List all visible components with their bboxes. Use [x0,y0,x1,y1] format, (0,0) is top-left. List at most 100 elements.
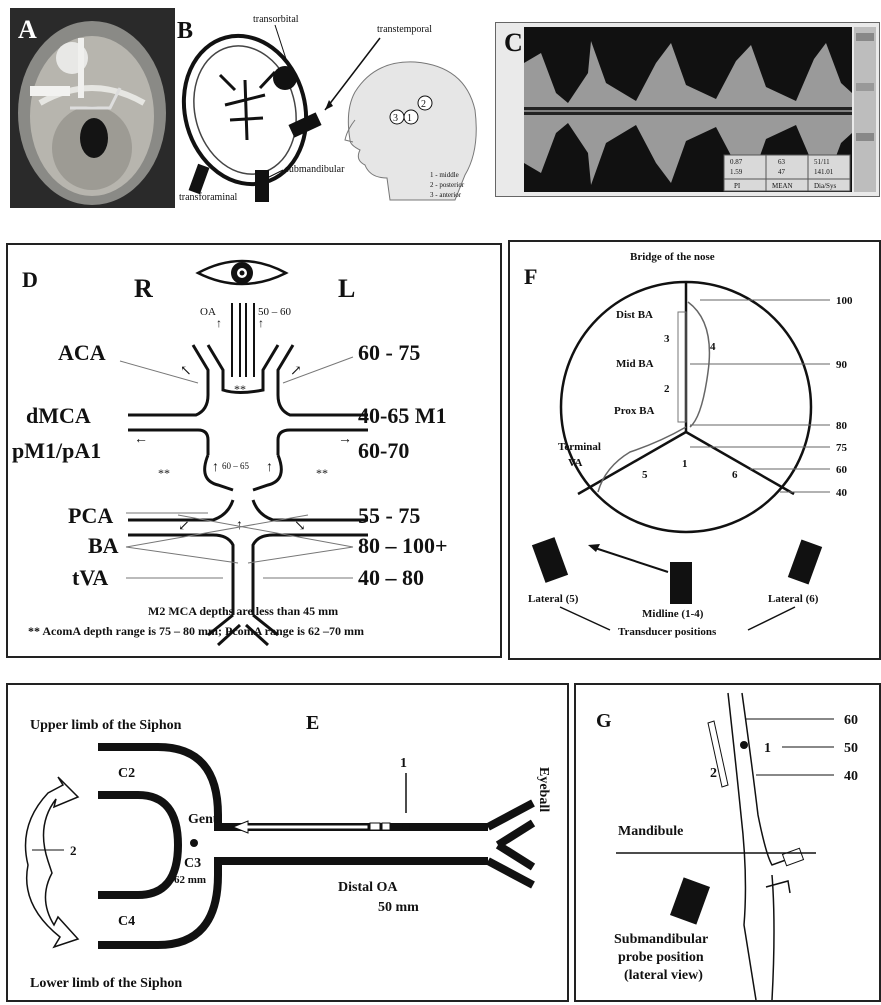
readout-cell: 0.87 [730,158,743,166]
label-dist-ba: Dist BA [616,309,653,321]
readout-header: PI [734,182,741,190]
label-submandibular: submandibular [285,164,345,175]
depth-50: 50 [844,741,858,756]
label-transorbital: transorbital [253,14,299,25]
depth-tva: 40 – 80 [358,565,424,590]
label-pm1-pa1: pM1/pA1 [12,438,101,463]
transducer-windows-diagram: B transorbital transtemporal submandibul… [175,0,490,215]
readout-cell: 1.59 [730,168,743,176]
segment-c2: C2 [118,766,135,781]
depth-40: 40 [844,769,858,784]
svg-text:↑: ↑ [216,316,222,330]
head-number-2: 2 [421,99,426,110]
label-pca: PCA [68,503,113,528]
pcoma-stars-left: ** [316,466,328,480]
probe-midline [670,562,692,604]
depth-mca: 40-65 M1 [358,403,447,428]
panel-g-letter: G [596,710,612,732]
oa-label: OA [200,306,216,318]
depth-90: 90 [836,359,848,371]
probe-lateral-5 [532,537,568,583]
depth-pm1: 60-70 [358,438,409,463]
label-tva: tVA [72,565,108,590]
acoma-stars: ** [234,382,246,396]
panel-d: D R L OA 50 – 60 ↑ ↑ [6,243,502,658]
path-5: 5 [642,469,648,481]
skull-photo: A [10,8,175,208]
transducer-positions-label: Transducer positions [618,626,717,638]
svg-text:←: ← [134,432,148,447]
depth-60: 60 [836,464,848,476]
panel-c-letter: C [504,28,523,57]
label-dmca: dMCA [26,403,91,428]
marker-1: 1 [764,741,771,756]
probe-lateral-6 [788,539,822,584]
label-ba: BA [88,533,119,558]
note-acoma: ** AcomA depth range is 75 – 80 mm; Pcom… [28,624,364,638]
circle-of-willis-depths: D R L OA 50 – 60 ↑ ↑ [8,245,500,656]
submandibular-probe [670,877,710,924]
eyeball-label: Eyeball [536,767,551,812]
panel-a: A [10,8,175,208]
center-depth-label: 60 – 65 [222,461,250,471]
path-4: 4 [710,341,716,353]
genu-depth: 62 mm [174,874,206,886]
depth-60: 60 [844,713,858,728]
label-terminal: Terminal [558,441,601,453]
panel-b: B transorbital transtemporal submandibul… [175,0,490,215]
svg-text:↑: ↑ [266,460,273,475]
marker-2: 2 [70,843,77,858]
genu-label: Genu [188,812,221,827]
label-transforaminal: transforaminal [179,192,238,203]
svg-text:↘: ↘ [294,519,306,534]
siphon-diagram: E Upper limb of the Siphon Lower limb of… [8,685,567,1000]
depth-100: 100 [836,295,853,307]
depth-ba: 80 – 100+ [358,533,448,558]
panel-e: E Upper limb of the Siphon Lower limb of… [6,683,569,1002]
readout-cell: 51/11 [814,158,830,166]
basilar-artery-insonation: F Bridge of the nose Dist BA Mid BA Prox… [510,242,879,658]
readout-cell: 63 [778,158,786,166]
probe-label-line2: probe position [618,950,704,965]
label-prox-ba: Prox BA [614,405,654,417]
readout-cell: 47 [778,168,786,176]
probe-label-midline: Midline (1-4) [642,608,704,620]
head-number-3: 3 [393,113,398,124]
distal-oa-depth: 50 mm [378,900,419,915]
panel-f: F Bridge of the nose Dist BA Mid BA Prox… [508,240,881,660]
probe-label-lateral-6: Lateral (6) [768,593,819,605]
path-1: 1 [682,458,688,470]
readout-header: Dia/Sys [814,182,836,190]
legend-middle: 1 - middle [430,171,459,179]
readout-header: MEAN [772,182,793,190]
depth-80: 80 [836,420,848,432]
depth-pca: 55 - 75 [358,503,420,528]
path-2: 2 [664,383,670,395]
marker-1: 1 [400,756,407,771]
readout-cell: 141.01 [814,168,834,176]
lower-limb-label: Lower limb of the Siphon [30,976,182,991]
panel-d-letter: D [22,267,38,292]
svg-text:↙: ↙ [178,519,190,534]
legend-anterior: 3 - anterior [430,191,462,199]
svg-text:↑: ↑ [258,316,264,330]
marker-2: 2 [710,766,717,781]
label-aca: ACA [58,340,106,365]
note-m2: M2 MCA depths are less than 45 mm [148,604,338,618]
panel-b-letter: B [177,18,193,44]
upper-limb-label: Upper limb of the Siphon [30,718,182,733]
doppler-spectrum: C 0.87 63 51/11 1.59 47 141.01 PI MEAN D… [496,23,879,196]
svg-text:↑: ↑ [212,460,219,475]
segment-c4: C4 [118,914,135,929]
probe-label-lateral-5: Lateral (5) [528,593,579,605]
label-va: VA [568,457,583,469]
bridge-of-nose-label: Bridge of the nose [630,251,715,263]
panel-g: G 60 50 40 1 2 Mandibule Submandibular p… [574,683,881,1002]
depth-aca: 60 - 75 [358,340,420,365]
mandibule-label: Mandibule [618,824,683,839]
svg-text:↖: ↖ [180,364,192,379]
depth-75: 75 [836,442,848,454]
side-left-label: L [338,274,355,303]
probe-label-line1: Submandibular [614,932,708,947]
